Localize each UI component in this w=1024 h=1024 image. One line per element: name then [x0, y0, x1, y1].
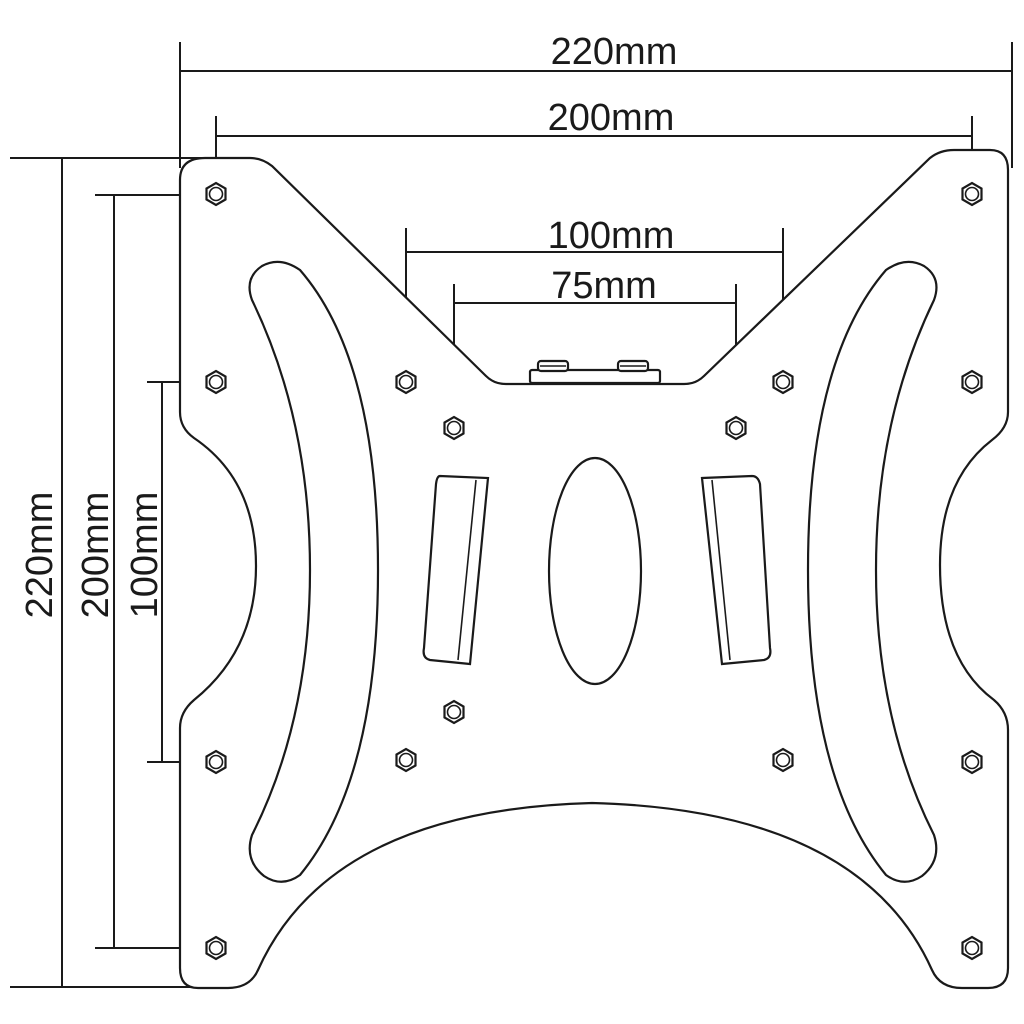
mounting-hole-inner — [775, 752, 791, 768]
dimension-200-horizontal: 200mm — [215, 97, 973, 172]
mounting-hole-inner — [446, 420, 462, 436]
mounting-hole-inner — [446, 704, 462, 720]
dimension-100-horizontal: 100mm — [405, 215, 784, 368]
label-200mm-vertical: 200mm — [75, 492, 117, 619]
mounting-hole-inner — [964, 374, 980, 390]
label-220mm-vertical: 220mm — [19, 492, 61, 619]
right-hook-slot — [700, 474, 772, 666]
top-clamp-bracket — [528, 359, 662, 385]
dimension-220-vertical: 220mm — [10, 157, 205, 988]
dimension-100-vertical: 100mm — [124, 381, 205, 763]
dimension-220-horizontal: 220mm — [179, 31, 1013, 168]
mounting-hole-inner — [208, 186, 224, 202]
left-hook-slot — [422, 474, 490, 666]
label-200mm-horizontal: 200mm — [548, 97, 675, 139]
label-220mm-horizontal: 220mm — [551, 31, 678, 73]
mounting-hole-inner — [208, 940, 224, 956]
mounting-hole-inner — [728, 420, 744, 436]
mounting-hole-inner — [398, 752, 414, 768]
mounting-hole-inner — [964, 186, 980, 202]
label-100mm-horizontal: 100mm — [548, 215, 675, 257]
mounting-hole-inner — [775, 374, 791, 390]
mounting-hole-inner — [964, 754, 980, 770]
mounting-holes — [205, 181, 983, 961]
center-oval-hole — [547, 456, 643, 686]
mounting-hole-inner — [964, 940, 980, 956]
mounting-hole-inner — [208, 754, 224, 770]
left-curved-slot — [248, 260, 380, 883]
mounting-hole-inner — [398, 374, 414, 390]
right-curved-slot — [806, 260, 938, 883]
mounting-hole-inner — [208, 374, 224, 390]
label-75mm-horizontal: 75mm — [551, 265, 657, 307]
label-100mm-vertical: 100mm — [124, 492, 166, 619]
